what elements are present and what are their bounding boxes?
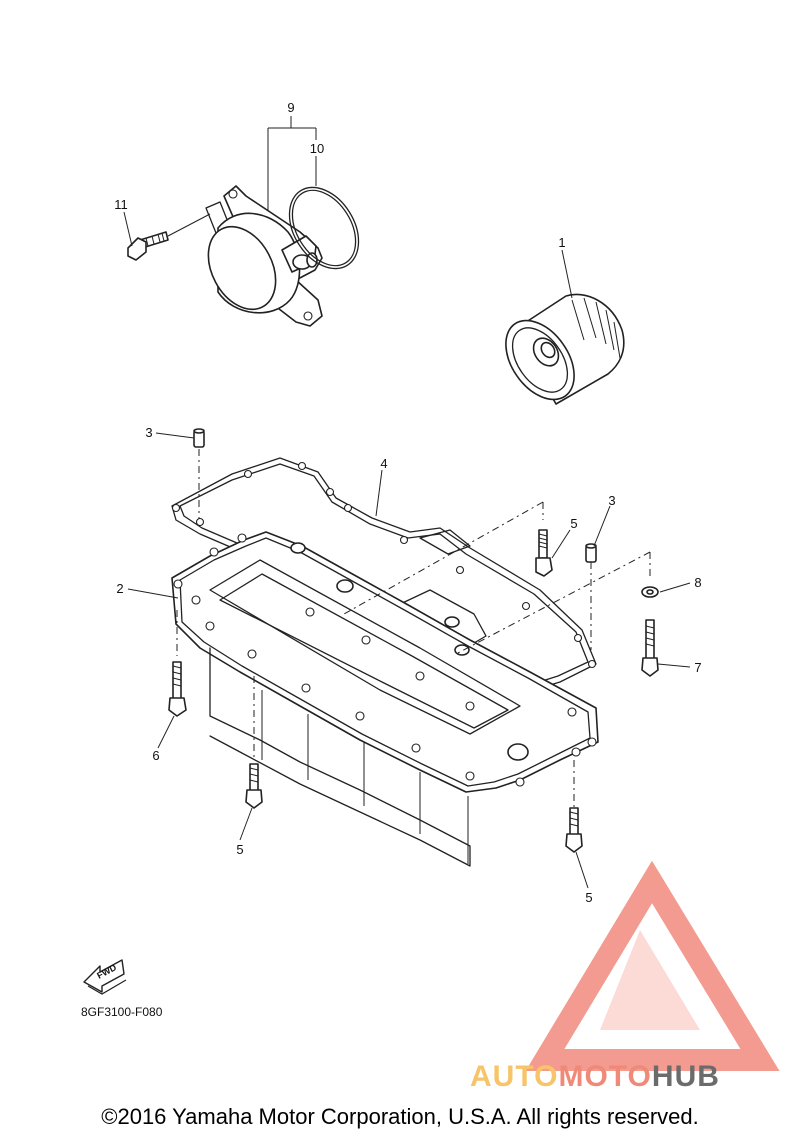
dowel-pin-left	[193, 428, 205, 520]
callout-6: 6	[152, 748, 159, 763]
watermark-triangle	[525, 860, 780, 1071]
bolt-6	[168, 661, 187, 717]
fwd-arrow-icon: FWD	[83, 959, 127, 995]
watermark-inner	[600, 930, 700, 1030]
watermark-text: AUTOMOTOHUB	[470, 1060, 720, 1093]
oil-cooler-face	[207, 225, 277, 311]
oil-cooler-assembly	[205, 185, 360, 327]
callout-5-lower-right: 5	[585, 890, 592, 905]
assembly-leaders	[176, 501, 651, 808]
bolt-5-lower-right	[565, 807, 583, 853]
copyright-notice: ©2016 Yamaha Motor Corporation, U.S.A. A…	[101, 1104, 699, 1129]
diagram-code: 8GF3100-F080	[81, 1005, 163, 1019]
callout-labels: 9 10 11 1 3 4 5 3 8 2 7 6 5 5	[114, 100, 701, 905]
callout-5-lower-left: 5	[236, 842, 243, 857]
bolt-7	[641, 619, 659, 677]
callout-1: 1	[558, 235, 565, 250]
bolt-5-upper	[535, 529, 553, 577]
bolt-5-lower-left	[245, 763, 263, 809]
callout-10: 10	[310, 141, 324, 156]
washer-8	[641, 586, 659, 598]
bolt-11	[127, 213, 211, 261]
callout-4: 4	[380, 456, 387, 471]
oil-pan	[171, 531, 599, 867]
callout-11: 11	[114, 197, 128, 212]
dowel-pin-right	[585, 543, 597, 563]
callout-9: 9	[287, 100, 294, 115]
callout-3-left: 3	[145, 425, 152, 440]
callout-7: 7	[694, 660, 701, 675]
callout-3-right: 3	[608, 493, 615, 508]
oil-filter	[505, 293, 625, 405]
o-ring	[288, 186, 360, 270]
callout-8: 8	[694, 575, 701, 590]
callout-5-upper: 5	[570, 516, 577, 531]
callout-leaders	[123, 116, 691, 889]
callout-2: 2	[116, 581, 123, 596]
watermark-logo	[525, 860, 780, 1071]
